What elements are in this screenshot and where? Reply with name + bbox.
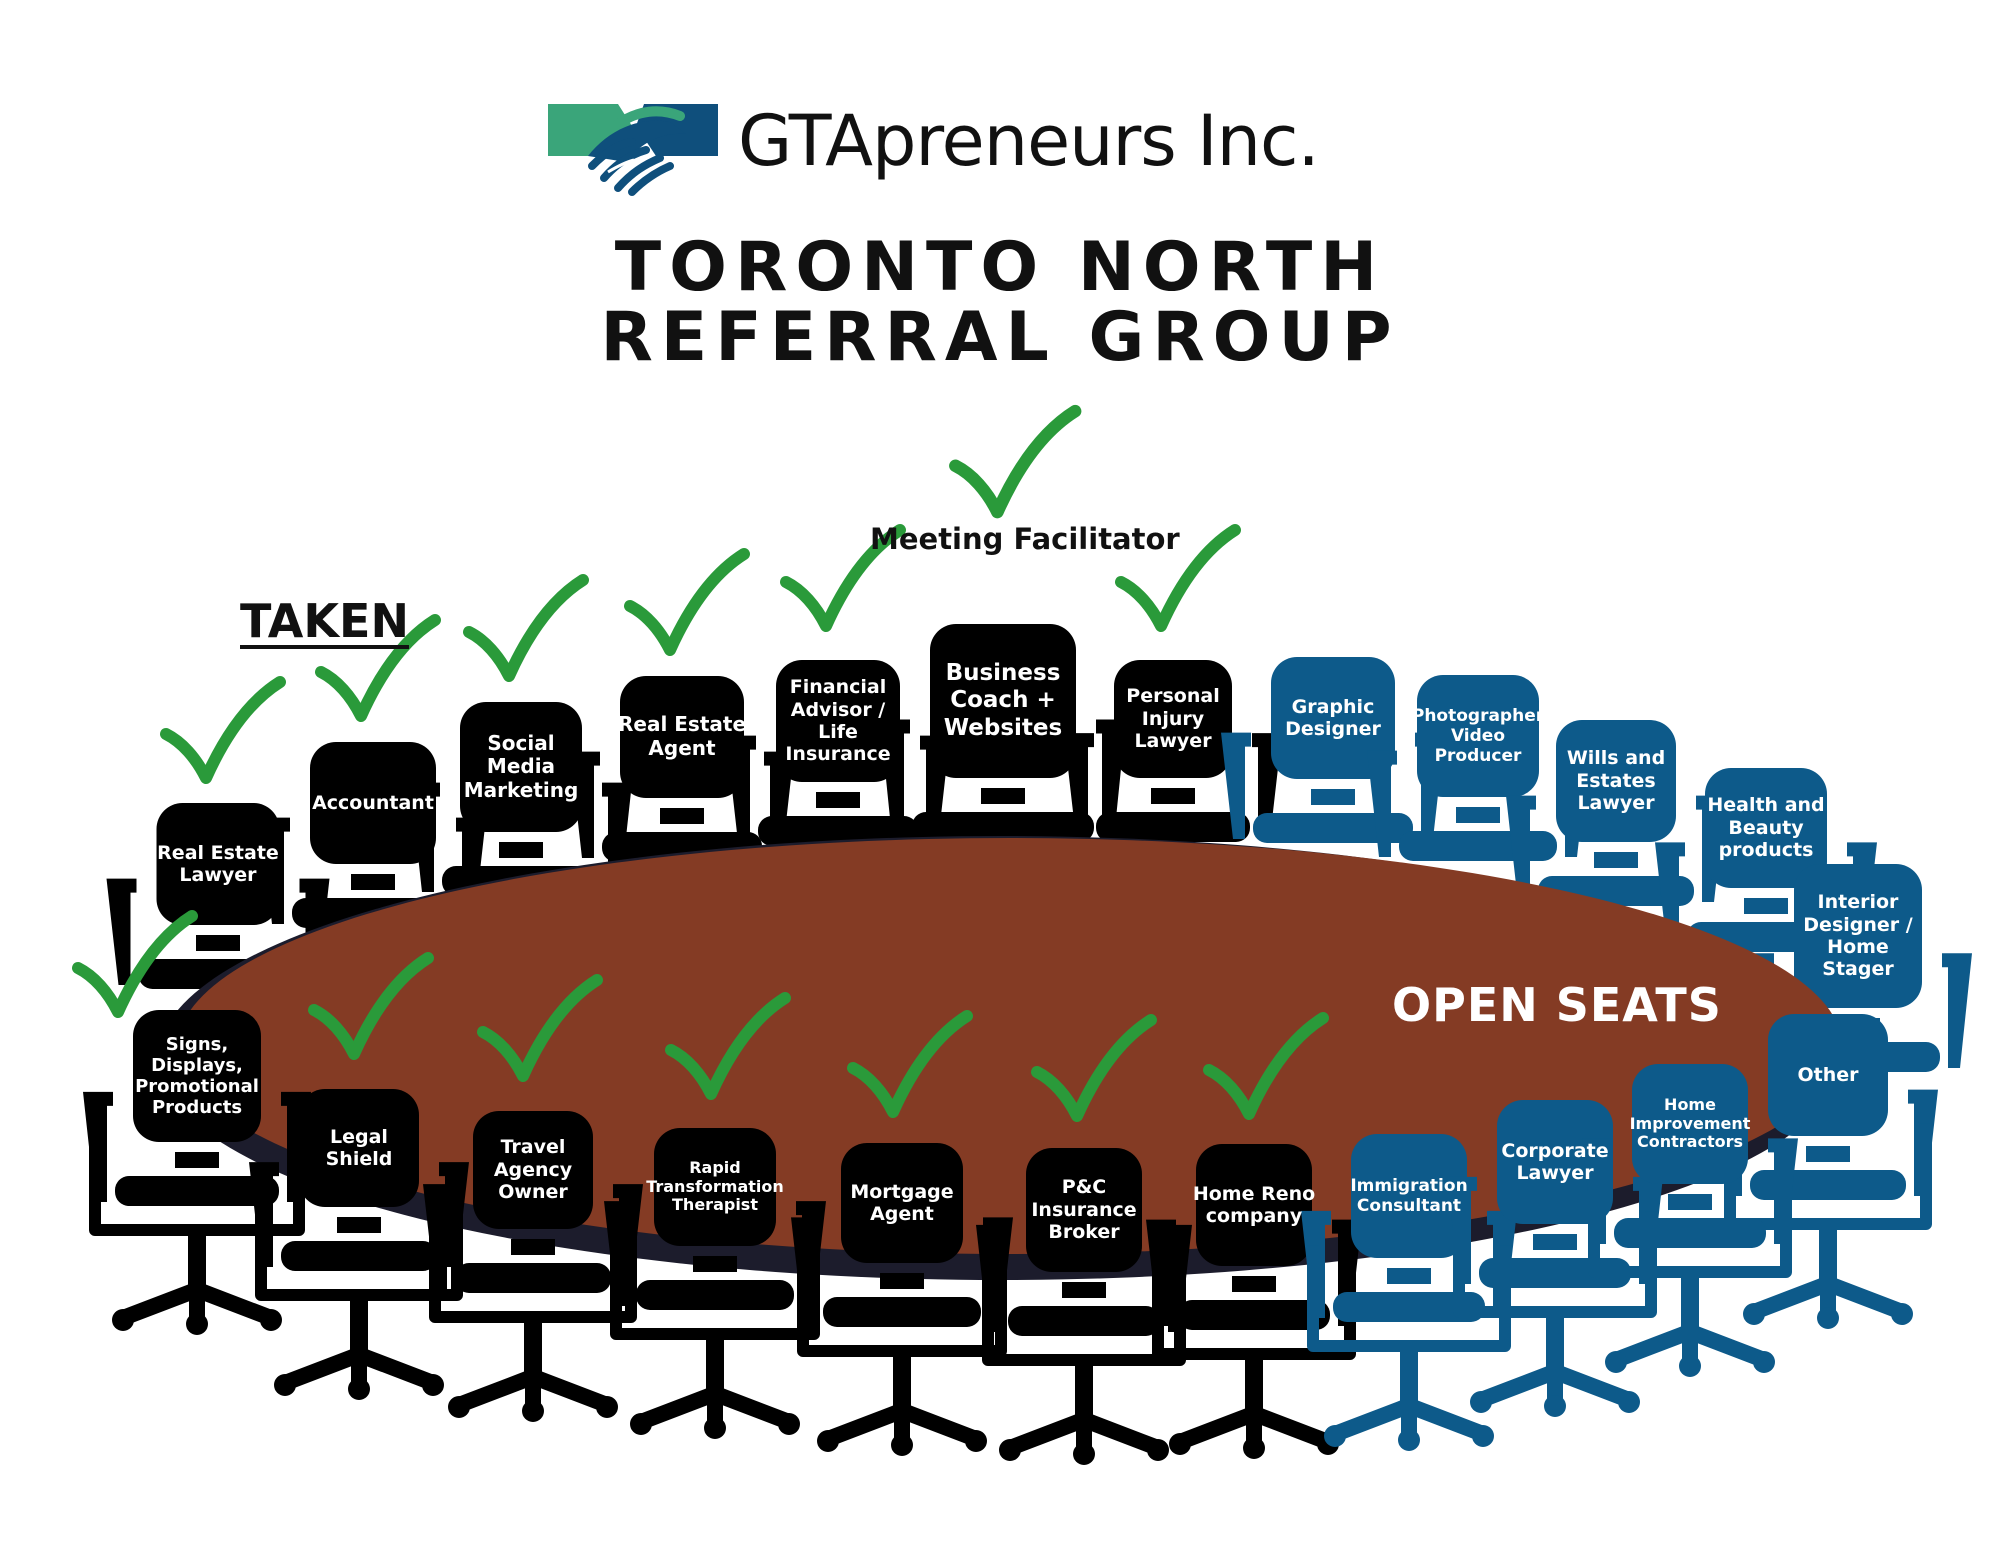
seat-label: Corporate Lawyer xyxy=(1501,1139,1609,1184)
taken-check-icon xyxy=(665,992,791,1100)
brand-header: GTApreneurs Inc. xyxy=(548,86,1320,196)
facilitator-check-icon xyxy=(949,404,1082,519)
seat-label: Rapid Transformation Therapist xyxy=(646,1157,784,1215)
seat-label: Travel Agency Owner xyxy=(493,1136,573,1204)
open-seats-legend-label: OPEN SEATS xyxy=(1392,978,1722,1032)
seat-label: Personal Injury Lawyer xyxy=(1126,685,1220,753)
handshake-icon xyxy=(548,104,718,196)
chair-19 xyxy=(976,1148,1192,1465)
chair-20 xyxy=(1146,1144,1362,1459)
taken-check-icon xyxy=(1115,524,1241,632)
seat-label: Home Improvement Contractors xyxy=(1629,1094,1751,1152)
taken-check-icon xyxy=(1203,1012,1329,1120)
seat-label: Social Media Marketing xyxy=(463,730,579,802)
seat-label: Real Estate Lawyer xyxy=(157,841,279,886)
seat-label: Graphic Designer xyxy=(1285,695,1381,740)
seat-label: Home Reno company xyxy=(1192,1182,1316,1227)
seat-label: Photographer Video Producer xyxy=(1411,705,1545,767)
chair-23 xyxy=(1582,1064,1798,1377)
chair-8 xyxy=(1221,657,1445,843)
seat-label: Other xyxy=(1797,1063,1859,1086)
seat-label: Immigration Consultant xyxy=(1350,1175,1468,1216)
taken-legend-label: TAKEN xyxy=(240,594,409,648)
taken-check-icon xyxy=(847,1010,973,1118)
taken-check-icon xyxy=(160,676,286,784)
taken-check-icon xyxy=(308,952,434,1060)
brand-name: GTApreneurs Inc. xyxy=(738,100,1320,182)
seat-label: Health and Beauty products xyxy=(1707,794,1825,862)
chair-18 xyxy=(791,1143,1013,1456)
seat-label: Mortgage Agent xyxy=(850,1180,954,1225)
taken-check-icon xyxy=(315,614,441,722)
seat-label: Financial Advisor / Life Insurance xyxy=(785,676,891,766)
taken-check-icon xyxy=(1031,1014,1157,1122)
seat-label: Wills and Estates Lawyer xyxy=(1566,747,1666,815)
taken-check-icon xyxy=(463,574,589,682)
taken-check-icon xyxy=(477,974,603,1082)
taken-check-icon xyxy=(780,524,906,632)
seat-label: Accountant xyxy=(312,791,434,814)
seat-label: Legal Shield xyxy=(325,1125,393,1170)
seat-label: Business Coach + Websites xyxy=(943,660,1063,741)
taken-check-icon xyxy=(72,910,198,1018)
seat-label: P&C Insurance Broker xyxy=(1031,1176,1137,1244)
seat-label: Real Estate Agent xyxy=(617,712,747,760)
page-title-line1: TORONTO NORTH xyxy=(614,228,1386,307)
chair-21 xyxy=(1301,1134,1517,1451)
chair-14 xyxy=(83,1010,311,1335)
seat-label: Interior Designer / Home Stager xyxy=(1803,891,1913,981)
page-title-line2: REFERRAL GROUP xyxy=(600,298,1400,377)
meeting-facilitator-label: Meeting Facilitator xyxy=(870,522,1180,556)
seat-label: Signs, Displays, Promotional Products xyxy=(135,1033,259,1119)
taken-check-icon xyxy=(624,548,750,656)
chair-4 xyxy=(570,676,794,862)
